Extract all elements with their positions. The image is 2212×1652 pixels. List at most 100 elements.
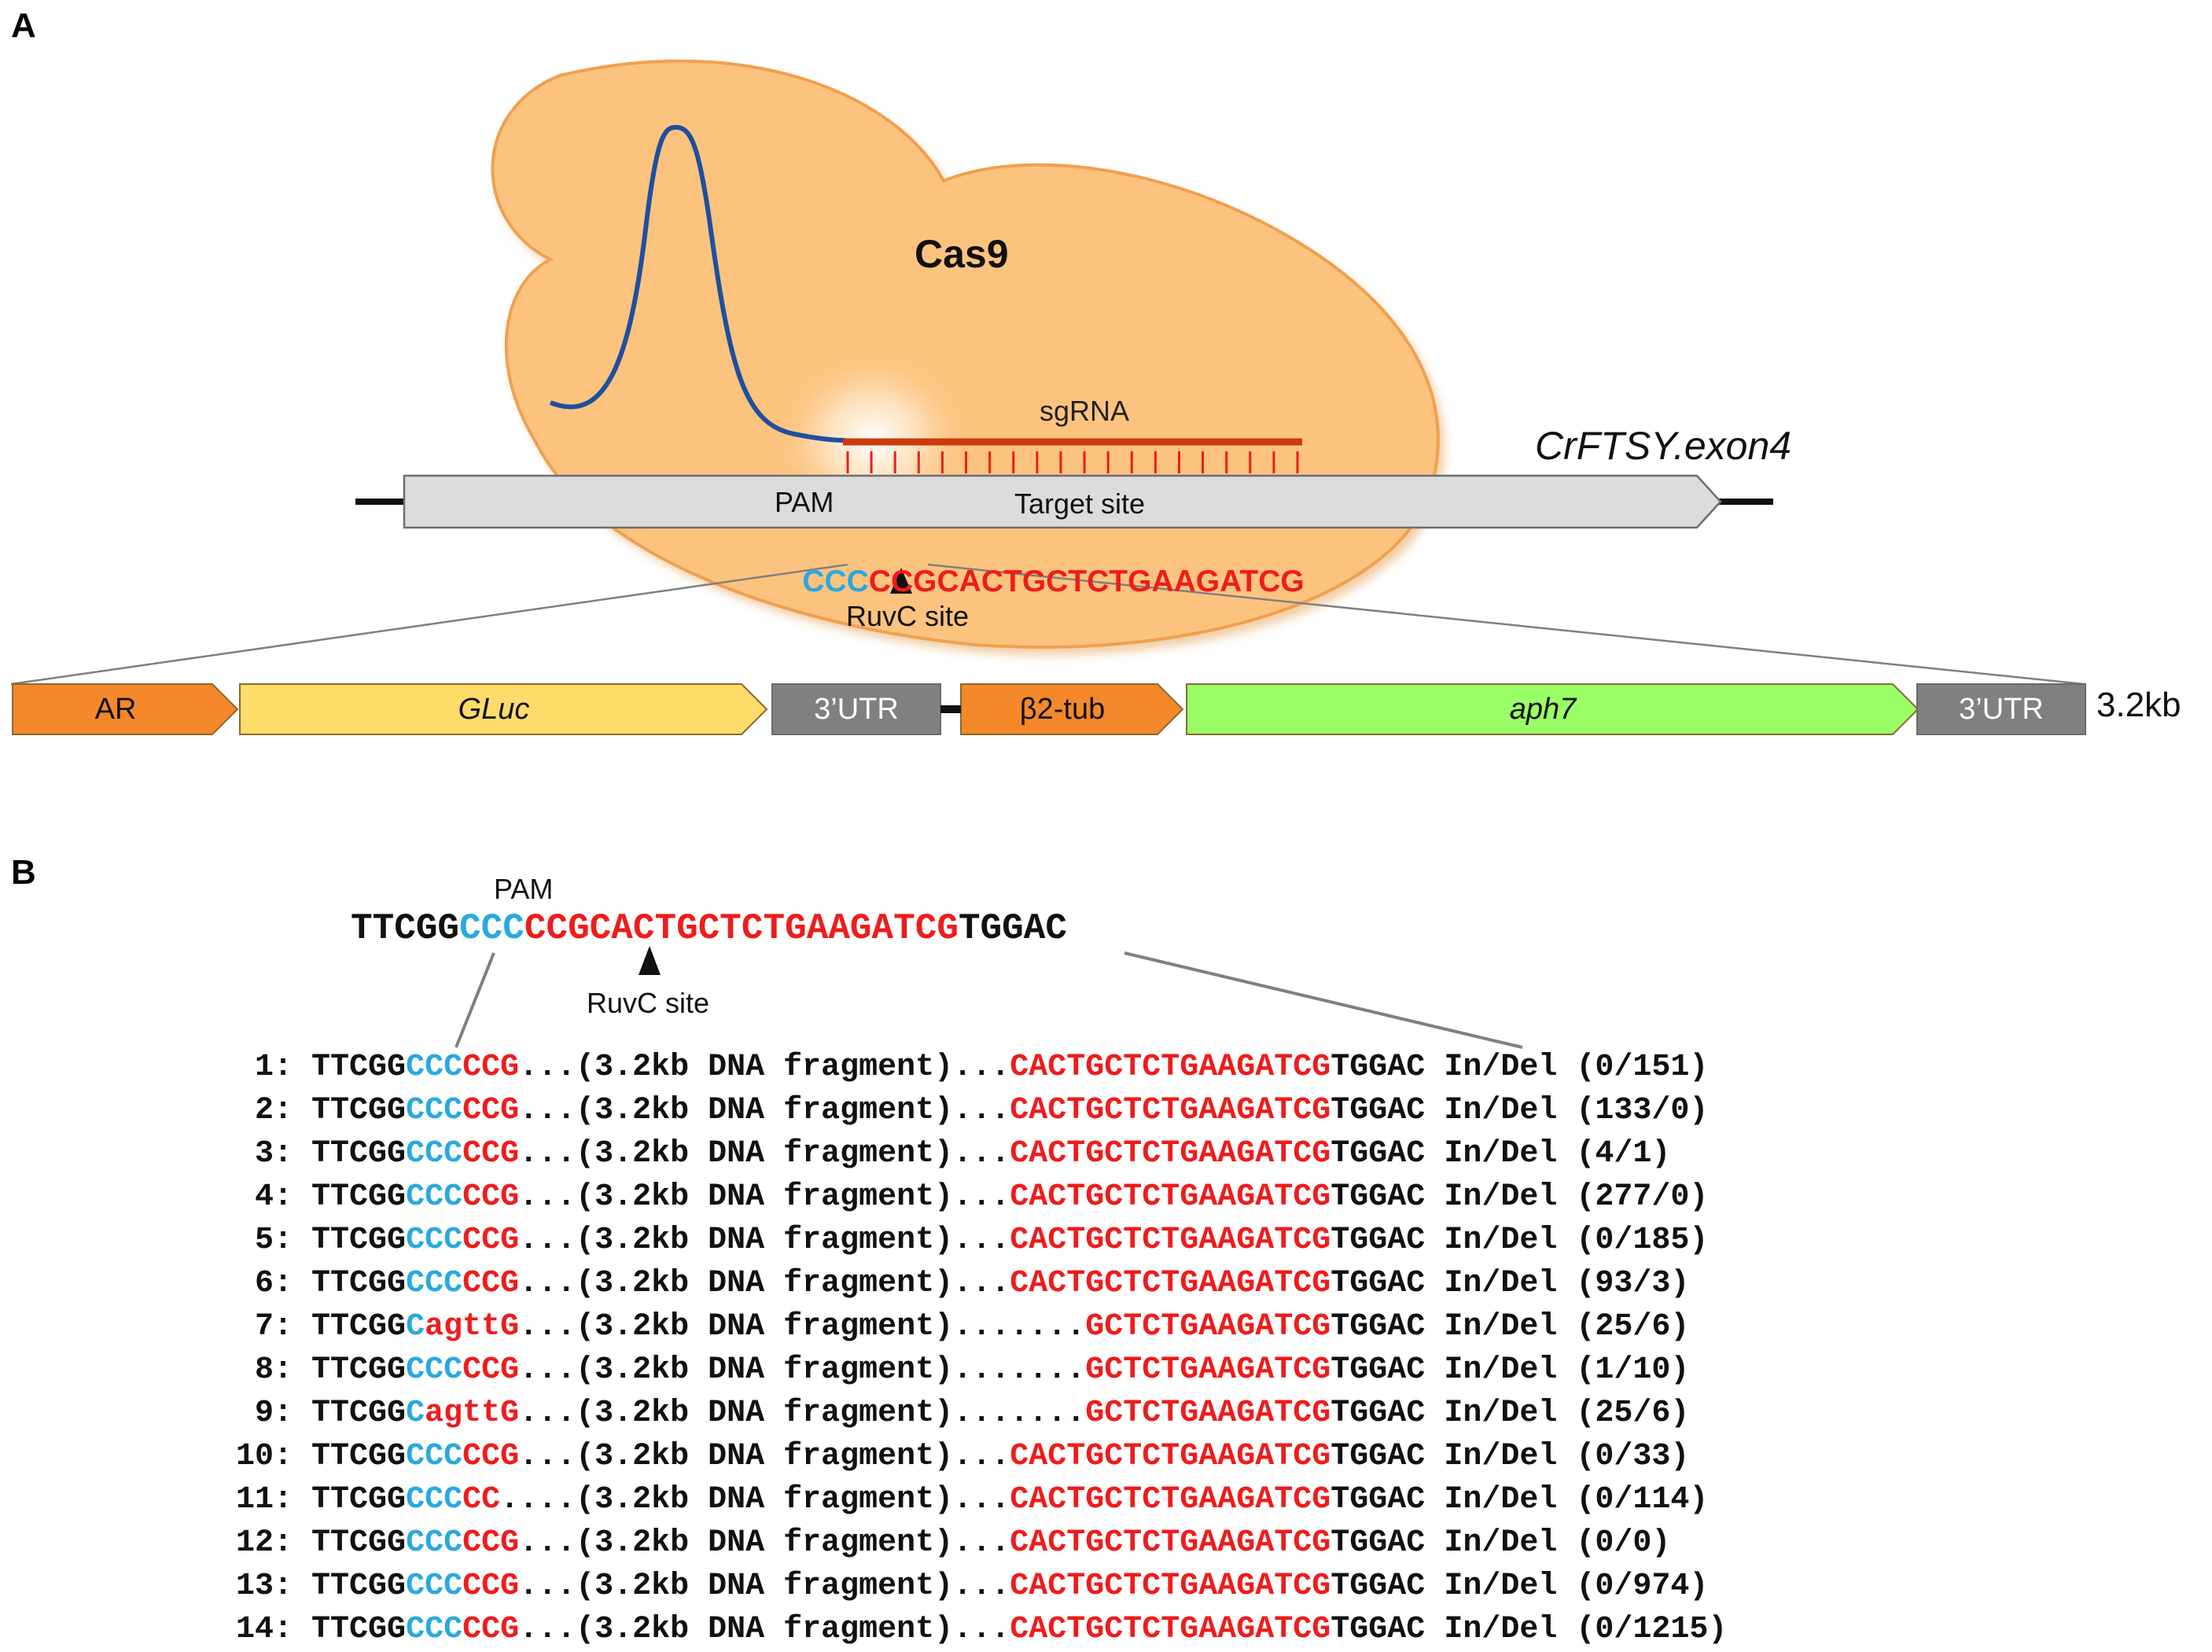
right-flank: TGGAC — [1331, 1179, 1426, 1215]
indel-count: (1/10) — [1576, 1352, 1690, 1388]
indel-label: In/Del — [1444, 1396, 1558, 1431]
indel-count: (0/151) — [1576, 1050, 1709, 1085]
clone-row: 14: TTCGGCCCCCG...(3.2kb DNA fragment)..… — [236, 1608, 1727, 1651]
sgrna-label: sgRNA — [1040, 395, 1130, 427]
left-flank: TTCGG — [311, 1266, 407, 1301]
indel-label: In/Del — [1444, 1482, 1558, 1518]
insert-fragment: ...(3.2kb DNA fragment)... — [519, 1223, 1010, 1258]
panel-label-a: A — [11, 6, 36, 45]
right-flank: TGGAC — [1331, 1093, 1426, 1128]
cassette-label-5: 3’UTR — [1959, 693, 2044, 726]
left-flank: TTCGG — [311, 1136, 407, 1172]
left-target: CCG — [462, 1223, 520, 1258]
left-pam: CCC — [406, 1050, 463, 1085]
gene-label: CrFTSY.exon4 — [1535, 424, 1792, 468]
left-pam: CCC — [406, 1136, 463, 1172]
ref-left-flank: TTCGG — [351, 908, 460, 949]
clone-row: 9: TTCGGCagttG...(3.2kb DNA fragment)...… — [236, 1392, 1727, 1435]
indel-count: (4/1) — [1576, 1136, 1671, 1172]
insert-fragment: ...(3.2kb DNA fragment)... — [519, 1266, 1010, 1301]
indel-count: (0/0) — [1576, 1525, 1671, 1561]
left-flank: TTCGG — [311, 1223, 407, 1258]
left-target: CCG — [462, 1093, 520, 1128]
indel-label: In/Del — [1444, 1352, 1558, 1388]
right-flank: TGGAC — [1331, 1396, 1426, 1431]
pam-sequence-a: CCC — [802, 565, 869, 598]
insert-fragment: ...(3.2kb DNA fragment)... — [519, 1352, 1010, 1388]
indel-count: (0/33) — [1576, 1439, 1690, 1474]
clone-row: 4: TTCGGCCCCCG...(3.2kb DNA fragment)...… — [236, 1176, 1727, 1219]
indel-label: In/Del — [1444, 1223, 1558, 1258]
left-flank: TTCGG — [311, 1352, 407, 1388]
left-flank: TTCGG — [311, 1482, 407, 1518]
zoom-line-left — [10, 563, 848, 686]
clone-row: 2: TTCGGCCCCCG...(3.2kb DNA fragment)...… — [236, 1089, 1727, 1132]
insert-fragment: ...(3.2kb DNA fragment)... — [519, 1093, 1010, 1128]
insert-fragment: ...(3.2kb DNA fragment)... — [519, 1396, 1010, 1431]
left-flank: TTCGG — [311, 1396, 407, 1431]
clone-row: 11: TTCGGCCCCC....(3.2kb DNA fragment)..… — [236, 1478, 1727, 1521]
row-number: 11: — [236, 1482, 293, 1518]
clone-row: 13: TTCGGCCCCCG...(3.2kb DNA fragment)..… — [236, 1565, 1727, 1608]
clone-row: 6: TTCGGCCCCCG...(3.2kb DNA fragment)...… — [236, 1262, 1727, 1305]
left-target: CCG — [462, 1179, 520, 1215]
deletion-dots: .... — [1010, 1396, 1086, 1431]
right-target: CACTGCTCTGAAGATCG — [1010, 1223, 1331, 1258]
left-flank: TTCGG — [311, 1179, 407, 1215]
left-pam: CCC — [406, 1569, 463, 1604]
right-target: CACTGCTCTGAAGATCG — [1010, 1439, 1331, 1474]
cassette-label-4: aph7 — [1509, 693, 1577, 726]
clone-row: 1: TTCGGCCCCCG...(3.2kb DNA fragment)...… — [236, 1046, 1727, 1089]
row-number: 3: — [236, 1136, 293, 1172]
clone-row: 7: TTCGGCagttG...(3.2kb DNA fragment)...… — [236, 1305, 1727, 1348]
target-site-label: Target site — [1014, 488, 1146, 520]
right-target: GCTCTGAAGATCG — [1085, 1352, 1331, 1388]
panel-label-b: B — [11, 853, 36, 892]
sgrna-curve — [549, 124, 846, 443]
clone-row: 10: TTCGGCCCCCG...(3.2kb DNA fragment)..… — [236, 1435, 1727, 1478]
indel-label: In/Del — [1444, 1612, 1558, 1647]
cassette-size-label: 3.2kb — [2096, 686, 2181, 724]
reference-sequence-b: TTCGGCCCCCGCACTGCTCTGAAGATCGTGGAC — [351, 908, 1067, 949]
right-target: CACTGCTCTGAAGATCG — [1010, 1612, 1331, 1647]
left-flank: TTCGG — [311, 1439, 407, 1474]
row-number: 7: — [236, 1309, 293, 1345]
indel-count: (0/974) — [1576, 1569, 1709, 1604]
left-target: CCG — [462, 1525, 520, 1561]
row-number: 10: — [236, 1439, 293, 1474]
row-number: 8: — [236, 1352, 293, 1388]
row-number: 13: — [236, 1569, 293, 1604]
left-flank: TTCGG — [311, 1093, 407, 1128]
right-flank: TGGAC — [1331, 1482, 1426, 1518]
row-number: 9: — [236, 1396, 293, 1431]
left-target: CCG — [462, 1612, 520, 1647]
left-pam: CCC — [406, 1093, 463, 1128]
cassette-label-2: 3’UTR — [814, 693, 899, 726]
right-target: GCTCTGAAGATCG — [1085, 1396, 1331, 1431]
left-pam: CCC — [406, 1352, 463, 1388]
insert-fragment: ...(3.2kb DNA fragment)... — [519, 1309, 1010, 1345]
row-number: 4: — [236, 1179, 293, 1215]
row-number: 12: — [236, 1525, 293, 1561]
indel-label: In/Del — [1444, 1136, 1558, 1172]
cassette-block-0 — [12, 683, 239, 735]
clone-row: 3: TTCGGCCCCCG...(3.2kb DNA fragment)...… — [236, 1132, 1727, 1176]
ref-pam: CCC — [459, 908, 524, 949]
right-flank: TGGAC — [1331, 1136, 1426, 1172]
right-flank: TGGAC — [1331, 1223, 1426, 1258]
insert-fragment: ....(3.2kb DNA fragment)... — [500, 1482, 1010, 1518]
left-target: agttG — [425, 1396, 520, 1431]
indel-label: In/Del — [1444, 1439, 1558, 1474]
right-target: CACTGCTCTGAAGATCG — [1010, 1093, 1331, 1128]
target-sequence-a: CCCCCGCACTGCTCTGAAGATCG — [768, 530, 1304, 634]
junction-line-left — [455, 952, 495, 1048]
cassette-label-1: GLuc — [458, 693, 530, 726]
indel-label: In/Del — [1444, 1309, 1558, 1345]
right-flank: TGGAC — [1331, 1569, 1426, 1604]
insert-fragment: ...(3.2kb DNA fragment)... — [519, 1525, 1010, 1561]
left-target: CCG — [462, 1136, 520, 1172]
right-flank: TGGAC — [1331, 1439, 1426, 1474]
row-number: 5: — [236, 1223, 293, 1258]
right-target: CACTGCTCTGAAGATCG — [1010, 1179, 1331, 1215]
left-target: CCG — [462, 1439, 520, 1474]
